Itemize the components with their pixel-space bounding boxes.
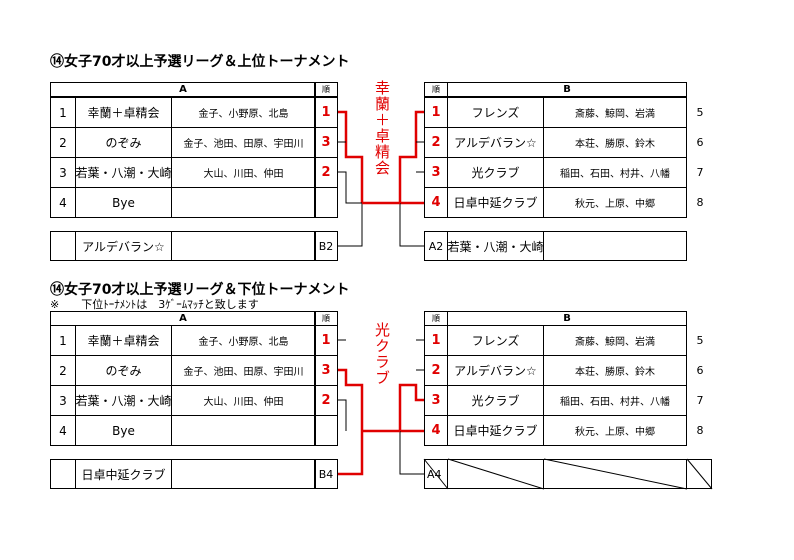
upper-bracket-left [338,110,382,247]
upper-a-row4-members [171,187,316,218]
upper-title: ⑭女子70才以上予選リーグ＆上位トーナメント [50,54,350,70]
lower-winner: 光クラブ [373,322,391,386]
lower-final-left-label: B4 [314,459,338,489]
lower-title: ⑭女子70才以上予選リーグ＆下位トーナメント [50,282,350,298]
upper-header-b: B [447,82,687,97]
lower-bracket-left [338,339,382,476]
upper-bracket-right [382,110,424,247]
lower-final-right-strikeout [423,458,713,490]
upper-header-a: A [50,82,316,97]
upper-final-left-label: B2 [314,231,338,261]
upper-a-row4-rank [314,187,338,218]
upper-final-right-members [543,231,687,261]
lower-b-row4-members: 秋元、上原、中郷 [543,415,687,446]
upper-b-row4-no: 8 [696,196,704,209]
upper-header-rank-a: 順 [314,82,338,97]
lower-bracket-right [382,339,424,475]
lower-b-row3-no: 7 [696,394,704,407]
lower-final-right-extra [686,459,712,489]
lower-b-row2-no: 6 [696,364,704,377]
lower-b-row4-no: 8 [696,424,704,437]
lower-note: ※ 下位ﾄｰﾅﾒﾝﾄは 3ｹﾞｰﾑﾏｯﾁと致します [50,298,259,311]
upper-winner: 幸蘭＋卓精会 [373,80,391,176]
lower-a-row4-rank [314,415,338,446]
lower-final-left-members [171,459,316,489]
upper-b-row1-no: 5 [696,106,704,119]
lower-a-row4-members [171,415,316,446]
upper-b-row2-no: 6 [696,136,704,149]
upper-b-row3-no: 7 [696,166,704,179]
upper-b-row4-members: 秋元、上原、中郷 [543,187,687,218]
upper-final-left-members [171,231,316,261]
lower-b-row1-no: 5 [696,334,704,347]
